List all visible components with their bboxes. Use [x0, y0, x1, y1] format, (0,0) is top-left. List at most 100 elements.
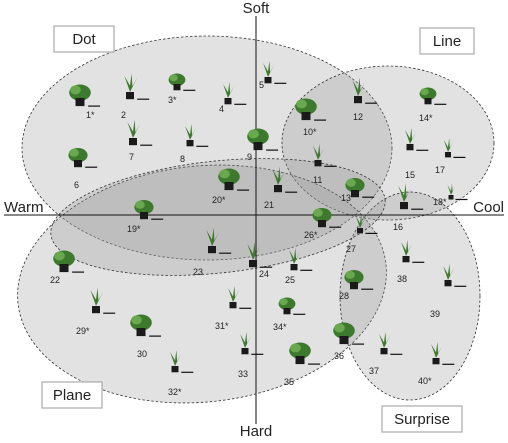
plant-number: 30	[137, 349, 147, 359]
plant-pot	[318, 220, 326, 228]
plant-pot	[444, 280, 452, 287]
axis-label-soft: Soft	[243, 0, 271, 17]
plant-pot	[445, 152, 451, 158]
plant-35: 35	[284, 342, 321, 387]
plant-foliage-highlight	[169, 74, 178, 82]
plant-pot	[357, 228, 363, 234]
plant-foliage-highlight	[69, 148, 79, 157]
plant-13: 13	[341, 178, 375, 203]
plant-pot	[74, 160, 82, 168]
plant-foliage	[431, 341, 443, 358]
plant-foliage-highlight	[279, 298, 288, 306]
plant-pot	[229, 302, 237, 309]
plant-number: 22	[50, 275, 60, 285]
plant-number: 28	[339, 291, 349, 301]
plant-number: 37	[369, 366, 379, 376]
plant-number: 33	[238, 369, 248, 379]
plant-29: 29*	[76, 287, 116, 336]
plant-11: 11	[313, 143, 337, 185]
plant-pot	[283, 308, 291, 315]
plant-foliage-highlight	[345, 270, 355, 279]
plant-pot	[274, 185, 282, 193]
plant-16: 16	[393, 183, 424, 232]
plant-pot	[424, 98, 432, 105]
plant-22: 22	[50, 250, 85, 285]
plant-foliage	[443, 138, 454, 152]
plant-foliage-highlight	[54, 251, 65, 261]
plant-5: 5	[259, 60, 287, 90]
plant-pot	[301, 112, 311, 121]
plant-foliage	[352, 77, 366, 96]
plant-number: 31*	[215, 321, 229, 331]
plant-pot	[224, 98, 232, 105]
plant-number: 40*	[418, 376, 432, 386]
plant-pot	[59, 264, 69, 273]
plant-number: 15	[405, 170, 415, 180]
plant-number: 39	[430, 309, 440, 319]
group-label-plane: Plane	[41, 381, 103, 409]
plant-19: 19*	[127, 200, 164, 234]
plant-30: 30	[130, 314, 162, 359]
plant-number: 7	[129, 152, 134, 162]
plant-pot	[241, 348, 249, 355]
plant-number: 26*	[304, 230, 318, 240]
plant-foliage	[247, 241, 261, 260]
plant-number: 13	[341, 193, 351, 203]
plant-foliage	[355, 214, 366, 228]
plant-number: 36	[334, 351, 344, 361]
plant-pot	[406, 144, 414, 151]
plant-pot	[380, 348, 388, 355]
plant-2: 2	[121, 73, 150, 120]
plant-pot	[92, 306, 100, 314]
plant-foliage	[401, 239, 413, 256]
plant-foliage-highlight	[290, 343, 301, 353]
plant-foliage-highlight	[248, 129, 259, 139]
plant-26: 26*	[304, 208, 342, 240]
plant-pot	[75, 98, 85, 107]
axis-label-warm: Warm	[4, 199, 43, 216]
plant-number: 35	[284, 377, 294, 387]
zone-surprise	[339, 191, 481, 401]
plant-foliage	[127, 119, 141, 138]
plant-25: 25	[285, 247, 313, 285]
plant-foliage	[124, 73, 138, 92]
plant-pot	[402, 256, 410, 263]
plant-number: 8	[180, 154, 185, 164]
plant-foliage	[206, 227, 220, 246]
plant-number: 6	[74, 180, 79, 190]
svg-text:Plane: Plane	[53, 387, 91, 404]
plant-9: 9	[247, 128, 279, 162]
plant-foliage	[379, 331, 391, 348]
plant-foliage	[443, 263, 455, 280]
plant-4: 4	[219, 81, 247, 114]
plant-31: 31*	[215, 285, 252, 331]
plant-6: 6	[68, 148, 98, 190]
plant-foliage	[228, 285, 240, 302]
zone-dot	[21, 35, 393, 261]
zone-plane	[17, 164, 387, 404]
plant-pot	[140, 212, 148, 220]
plant-15: 15	[405, 127, 429, 180]
plant-33: 33	[238, 331, 264, 379]
plant-pot	[173, 84, 181, 91]
plant-3: 3*	[168, 73, 196, 105]
plant-number: 16	[393, 222, 403, 232]
plant-pot	[350, 282, 358, 290]
plant-number: 14*	[419, 113, 433, 123]
plant-number: 12	[353, 112, 363, 122]
plant-number: 34*	[273, 322, 287, 332]
plant-number: 25	[285, 275, 295, 285]
plant-number: 9	[247, 152, 252, 162]
zone-center	[50, 158, 386, 276]
plant-pot	[249, 260, 257, 268]
plant-number: 21	[264, 200, 274, 210]
plant-pot	[290, 264, 298, 271]
axis-label-hard: Hard	[240, 423, 273, 438]
plant-foliage	[185, 123, 197, 140]
plant-pot	[224, 182, 234, 191]
plant-pot	[448, 195, 454, 200]
plant-foliage	[223, 81, 235, 98]
plant-pot	[314, 160, 322, 167]
